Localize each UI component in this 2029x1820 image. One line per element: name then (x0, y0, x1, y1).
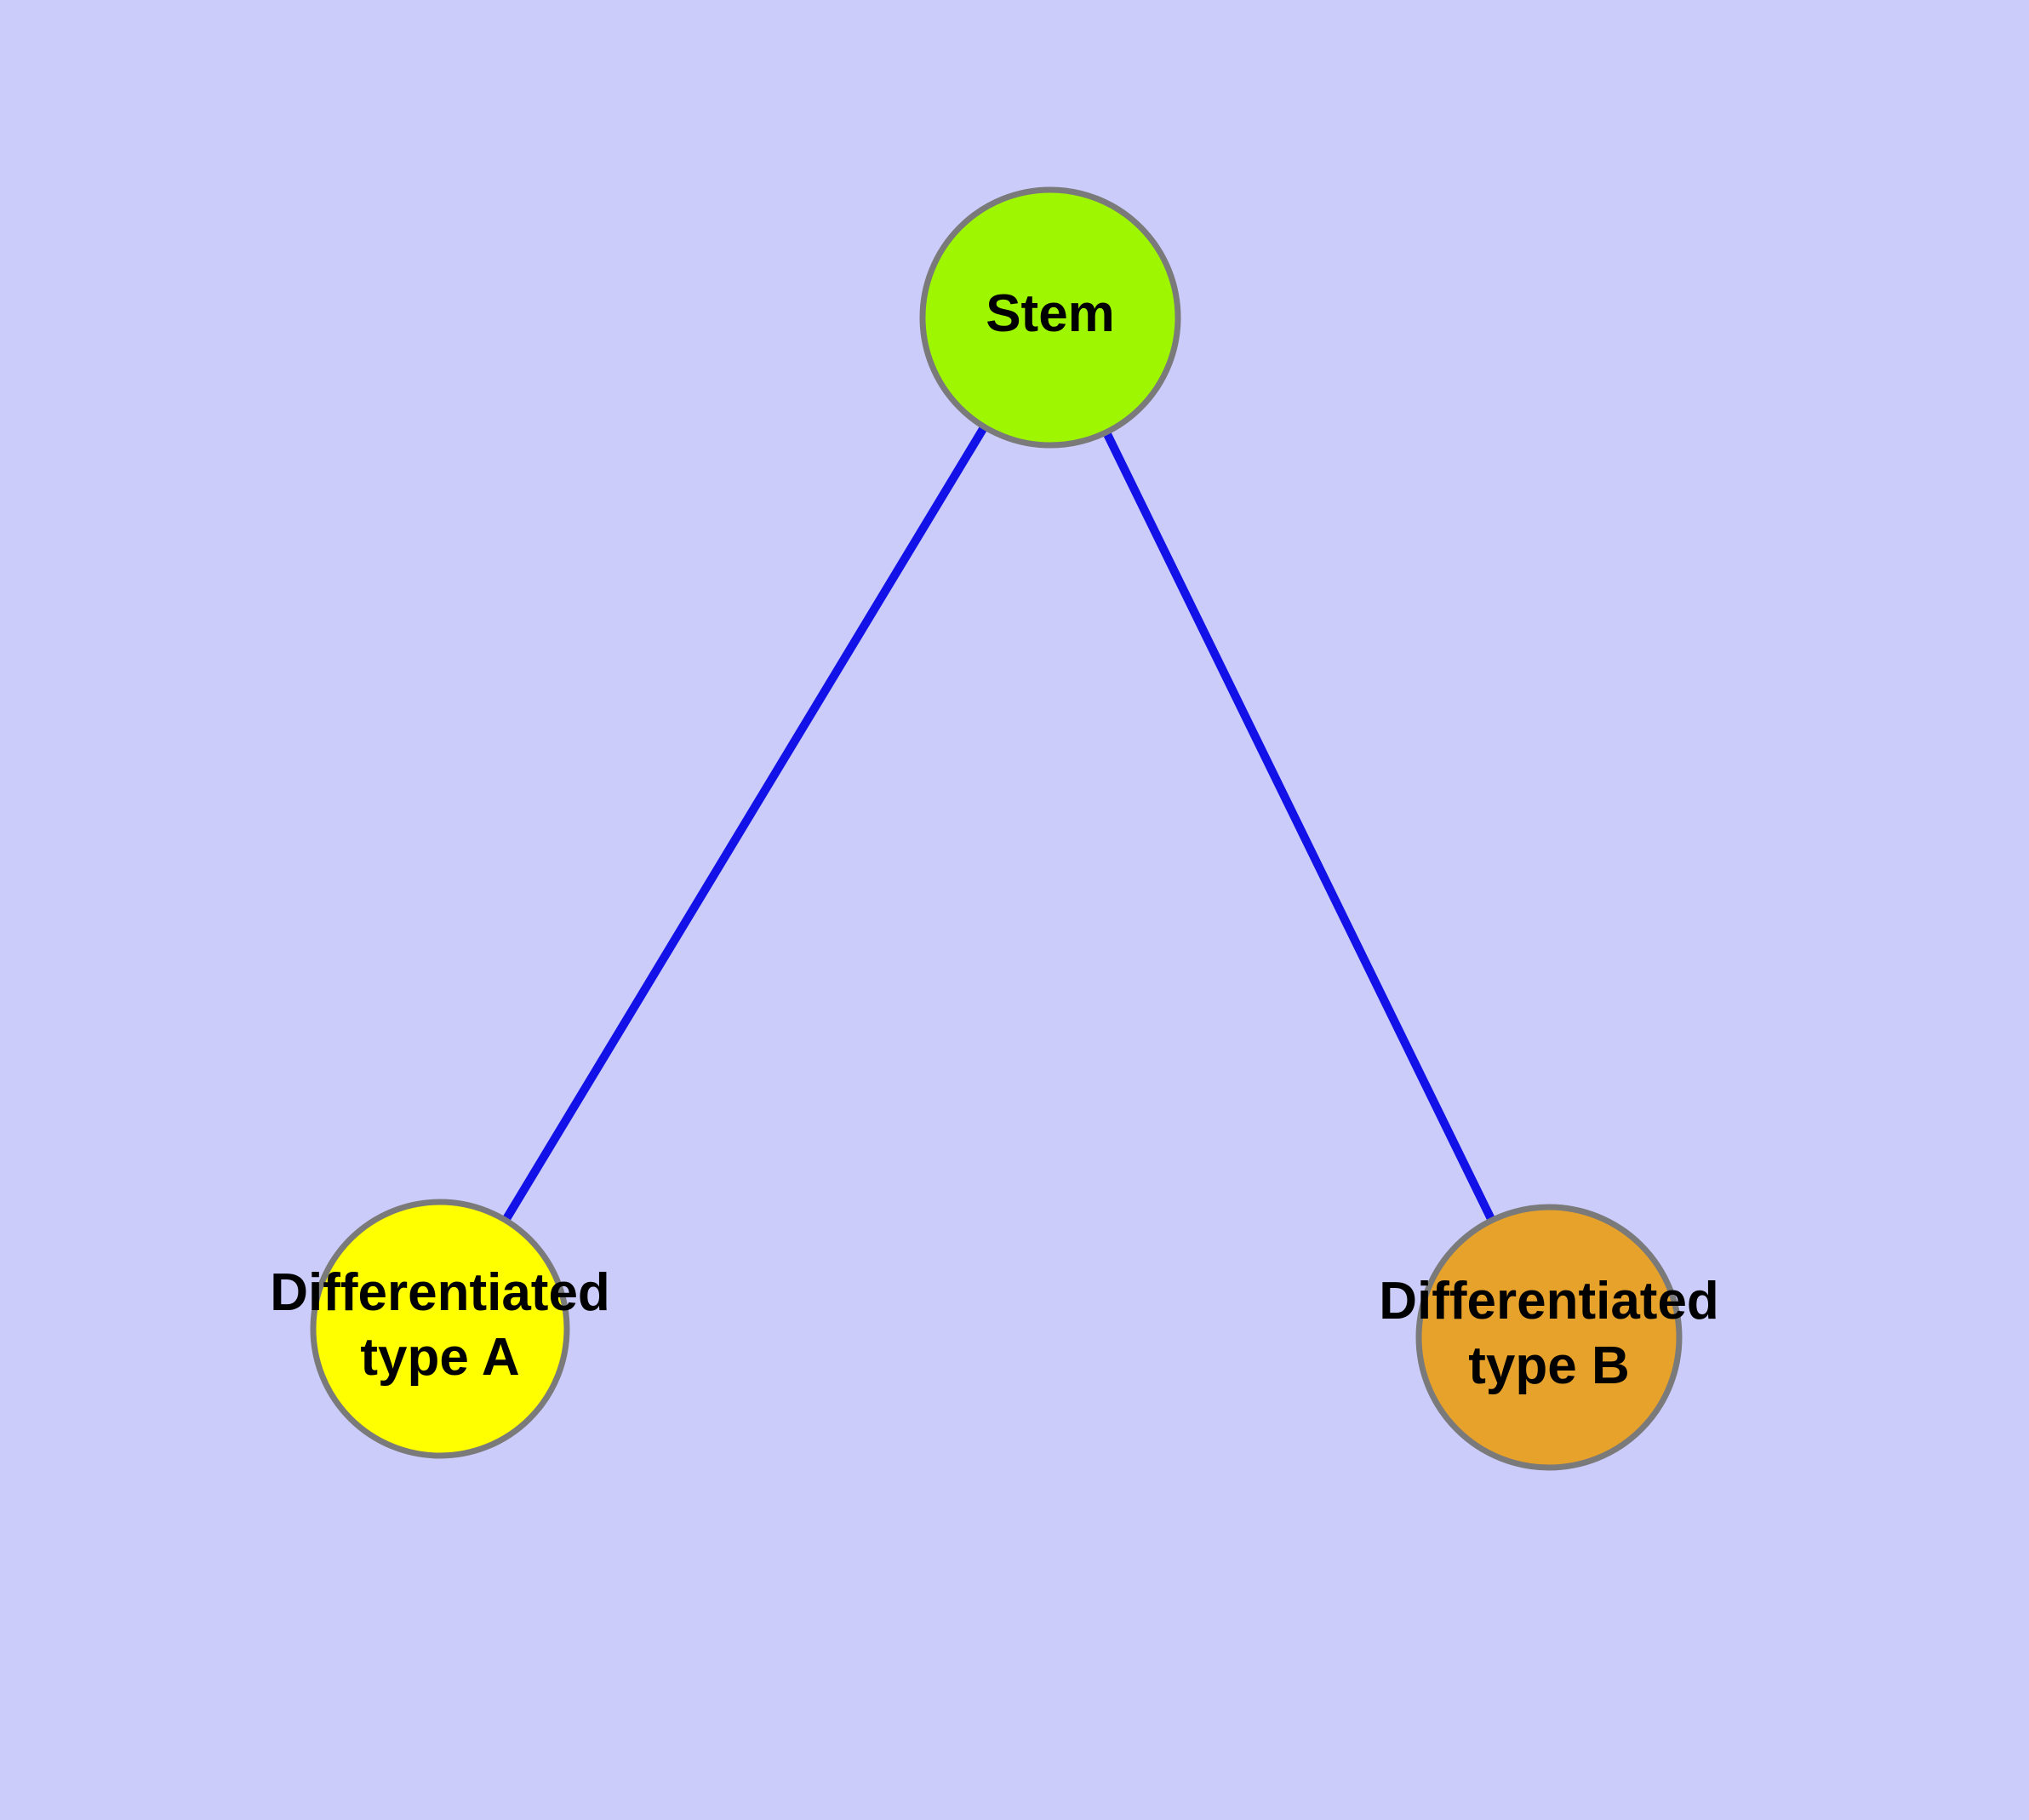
edge-stem-to-differentiated-type-a[interactable] (436, 315, 1055, 1331)
node-label-line: type A (360, 1328, 519, 1387)
edge-layer (436, 315, 1553, 1340)
node-layer (310, 186, 1683, 1471)
node-label-line: Differentiated (1379, 1273, 1719, 1331)
node-differentiated-type-a[interactable] (310, 1199, 570, 1459)
node-label-stem: Stem (986, 284, 1115, 343)
node-label-line: type B (1468, 1336, 1629, 1395)
node-label-line: Stem (986, 284, 1115, 343)
node-label-line: Differentiated (270, 1264, 610, 1323)
node-differentiated-type-b[interactable] (1415, 1204, 1683, 1471)
node-stem[interactable] (919, 186, 1181, 449)
edge-stem-to-differentiated-type-b[interactable] (1046, 315, 1553, 1340)
